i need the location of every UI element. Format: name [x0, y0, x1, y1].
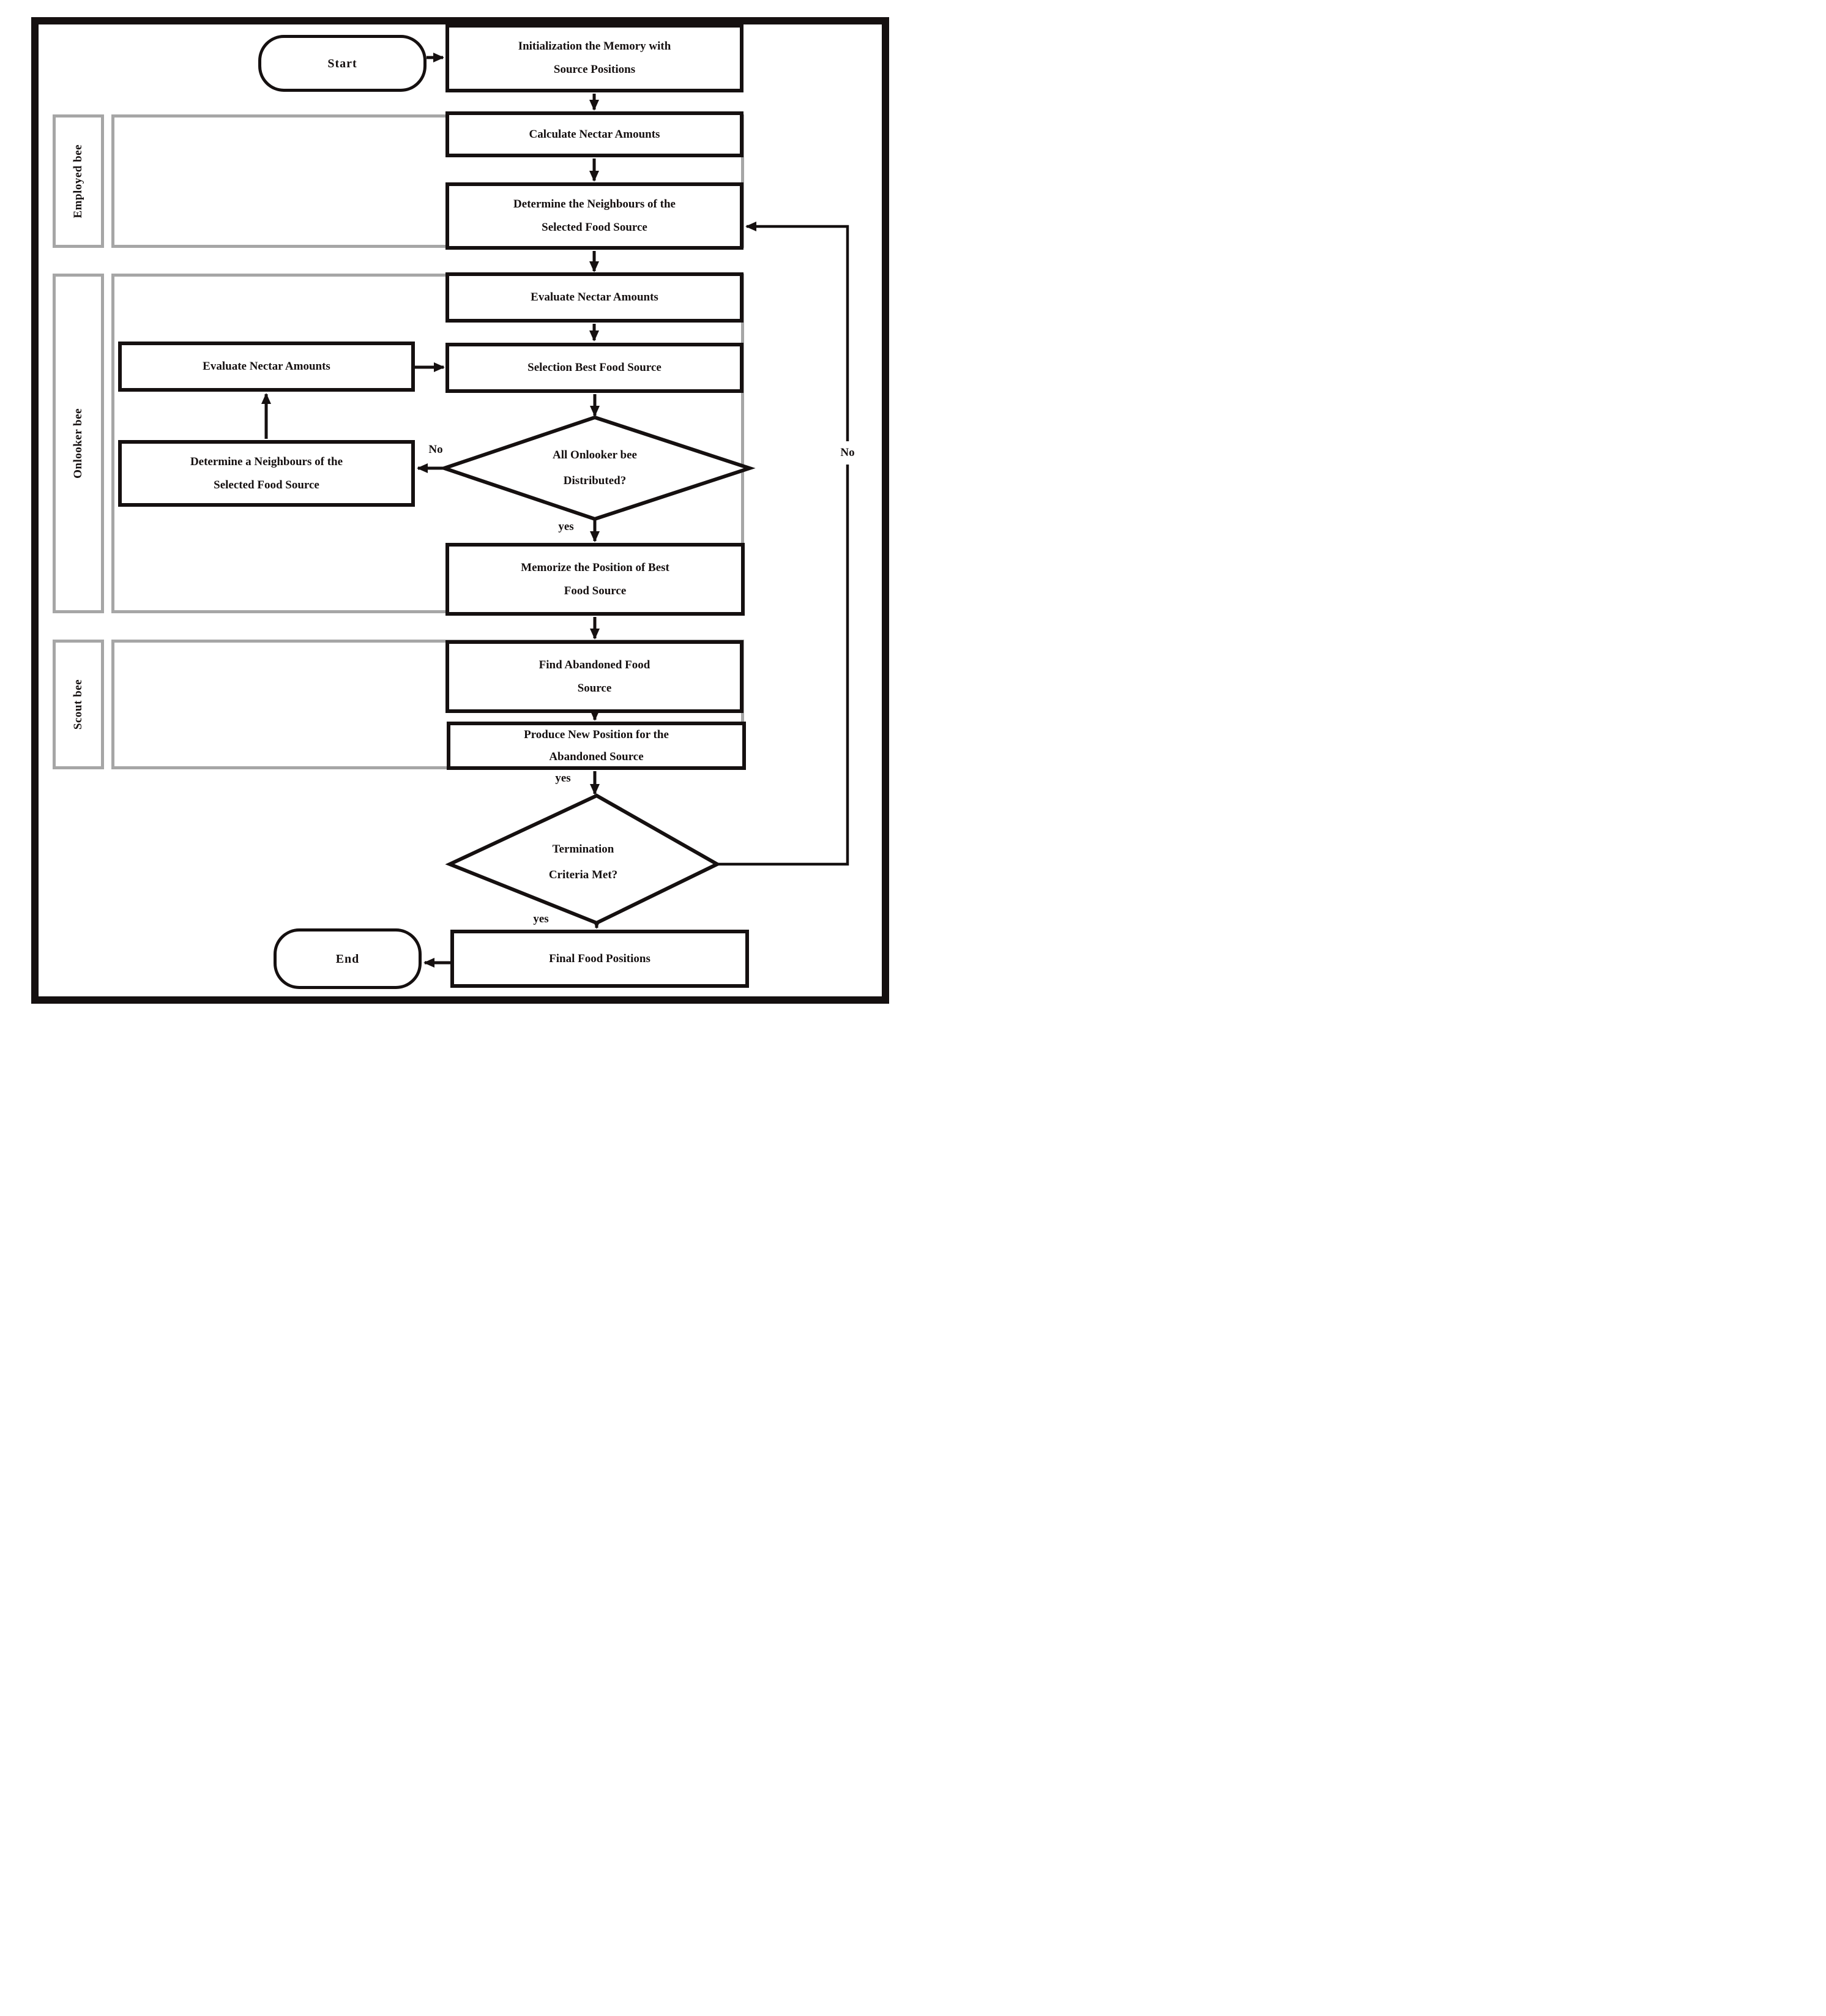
node-selection-best-food-label: Selection Best Food Source	[527, 361, 661, 374]
employed-bee-region	[111, 114, 744, 248]
edge-label-onlooker-yes: yes	[558, 520, 574, 533]
start-terminal: Start	[258, 35, 427, 92]
node-calculate-nectar-label: Calculate Nectar Amounts	[529, 127, 660, 141]
node-final-food-positions-label: Final Food Positions	[549, 952, 650, 965]
node-initialization: Initialization the Memory with Source Po…	[445, 24, 743, 92]
node-calculate-nectar: Calculate Nectar Amounts	[445, 111, 743, 157]
onlooker-bee-lane-label: Onlooker bee	[53, 274, 104, 613]
end-label: End	[335, 952, 360, 966]
termination-decision-diamond	[445, 793, 721, 925]
onlooker-decision-text: All Onlooker bee Distributed?	[553, 449, 637, 487]
node-evaluate-nectar: Evaluate Nectar Amounts	[445, 272, 743, 323]
start-label: Start	[327, 56, 357, 70]
diagram-outer-border	[31, 17, 889, 1004]
node-final-food-positions: Final Food Positions	[450, 930, 749, 988]
node-evaluate-nectar-left: Evaluate Nectar Amounts	[118, 342, 415, 392]
node-produce-new-position: Produce New Position for the Abandoned S…	[447, 722, 746, 770]
edge-label-termination-yes: yes	[533, 913, 549, 925]
employed-bee-lane-label: Employed bee	[53, 114, 104, 248]
edge-label-feedback-no: No	[838, 441, 857, 465]
onlooker-bee-region	[111, 274, 744, 613]
node-produce-new-position-label: Produce New Position for the Abandoned S…	[524, 728, 669, 763]
node-find-abandoned: Find Abandoned Food Source	[445, 640, 743, 713]
node-determine-neighbours: Determine the Neighbours of the Selected…	[445, 182, 743, 250]
node-find-abandoned-label: Find Abandoned Food Source	[538, 658, 650, 695]
node-determine-a-neighbours-label: Determine a Neighbours of the Selected F…	[190, 455, 343, 491]
node-evaluate-nectar-label: Evaluate Nectar Amounts	[531, 291, 658, 304]
onlooker-decision-diamond	[438, 415, 756, 521]
edge-label-produce-yes: yes	[555, 772, 571, 785]
connector-layer	[261, 53, 849, 968]
termination-decision-text: Termination Criteria Met?	[548, 843, 618, 881]
node-initialization-label: Initialization the Memory with Source Po…	[518, 40, 671, 76]
node-evaluate-nectar-left-label: Evaluate Nectar Amounts	[203, 360, 330, 373]
node-memorize-position: Memorize the Position of Best Food Sourc…	[445, 543, 745, 616]
node-selection-best-food: Selection Best Food Source	[445, 343, 743, 393]
node-determine-neighbours-label: Determine the Neighbours of the Selected…	[513, 198, 676, 234]
edge-label-onlooker-no: No	[428, 443, 443, 456]
end-terminal: End	[274, 928, 422, 989]
scout-bee-lane-label: Scout bee	[53, 640, 104, 769]
flowchart-canvas: Employed bee Onlooker bee Scout bee	[0, 0, 913, 1008]
node-memorize-position-label: Memorize the Position of Best Food Sourc…	[521, 561, 669, 597]
feedback-no-line-termination-to-determine	[717, 222, 849, 866]
node-determine-a-neighbours: Determine a Neighbours of the Selected F…	[118, 440, 415, 507]
